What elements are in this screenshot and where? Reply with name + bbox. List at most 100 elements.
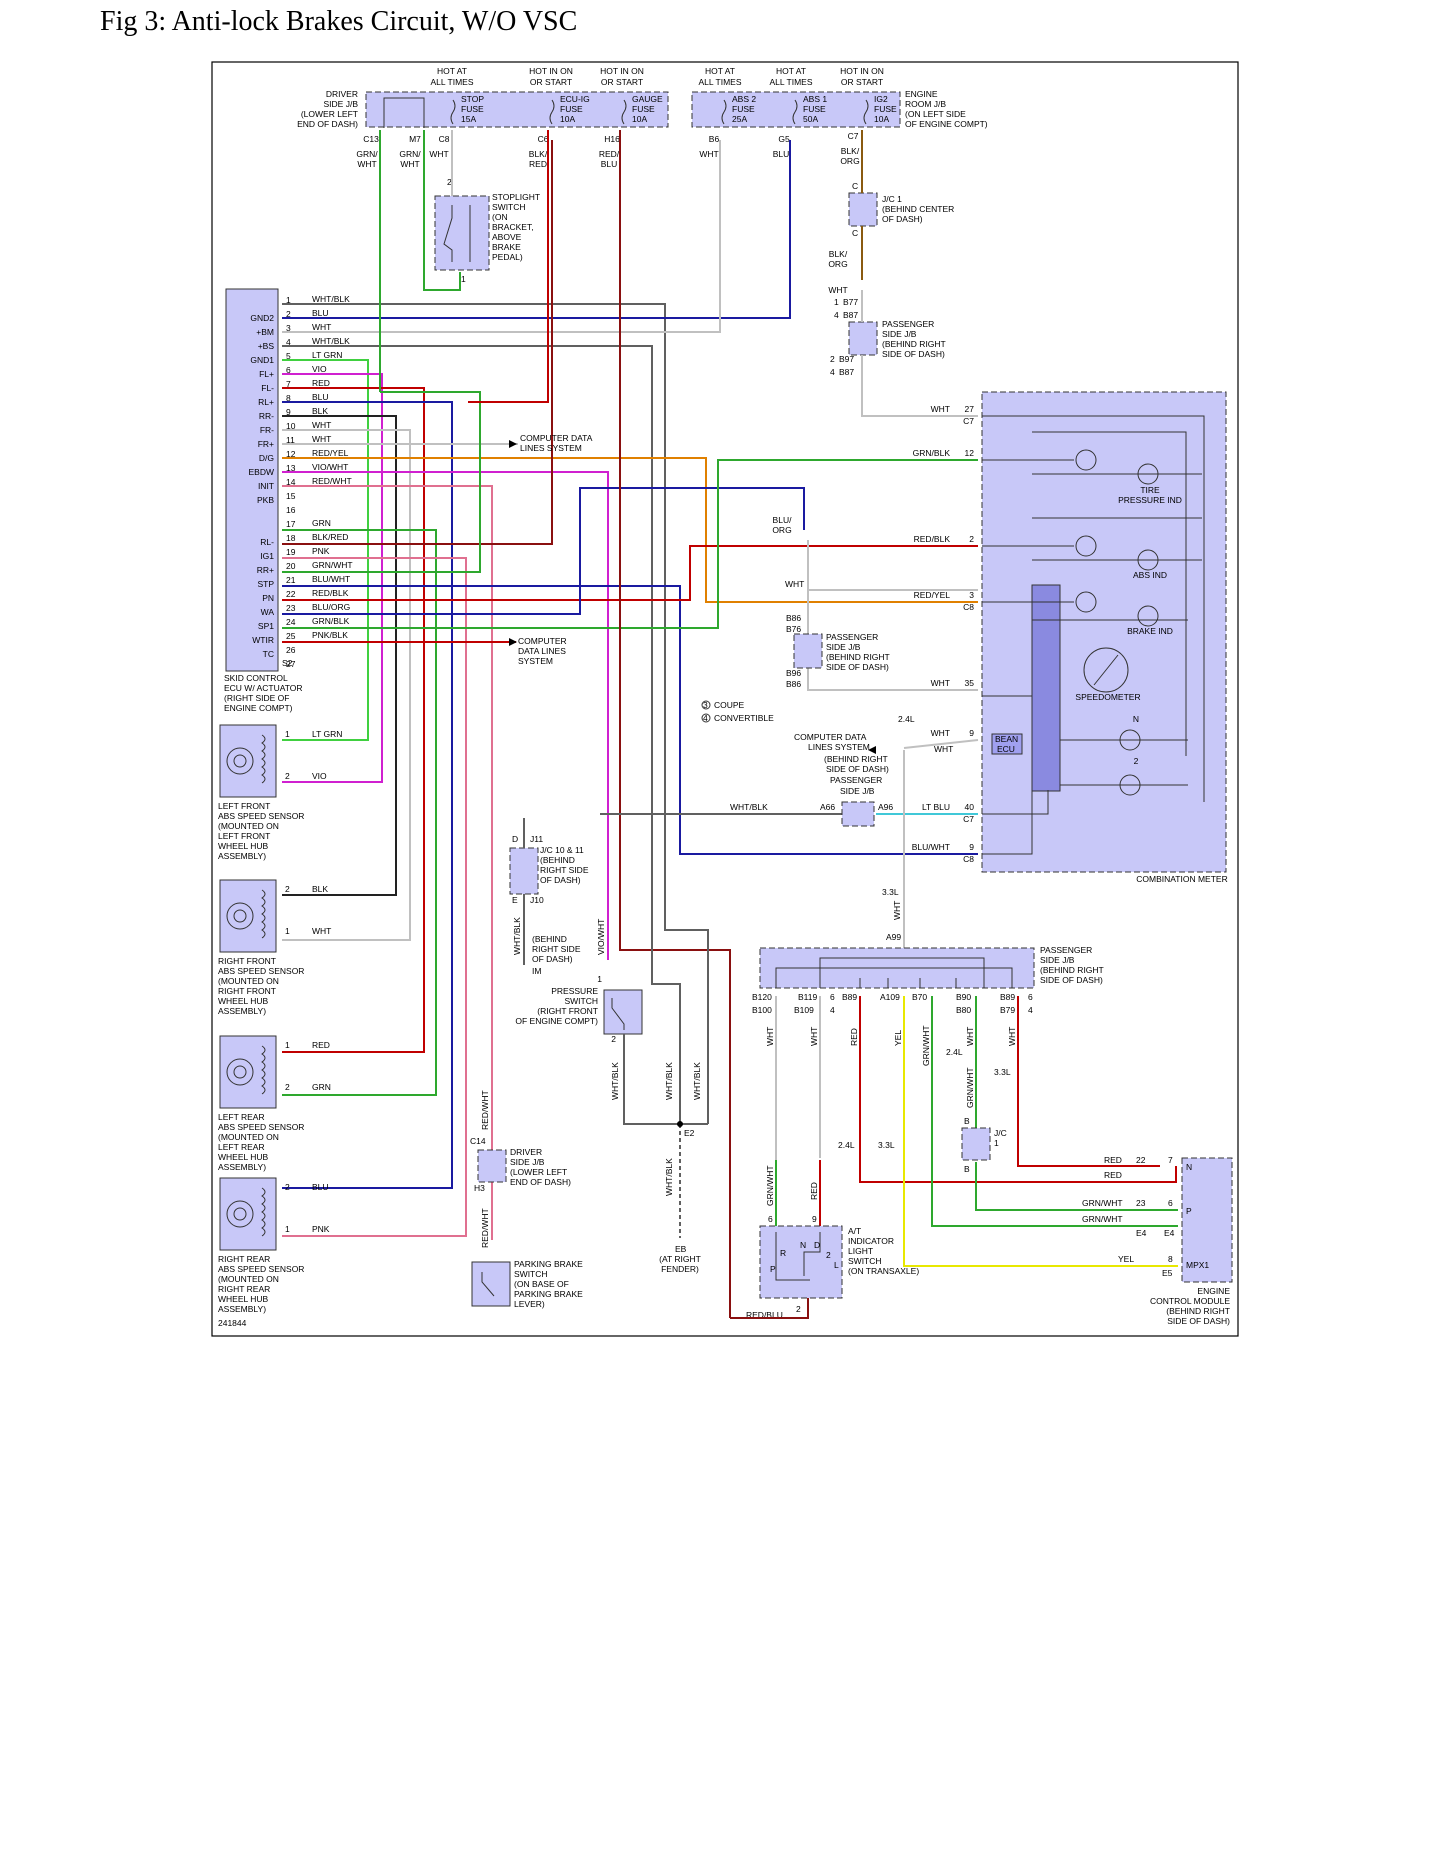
- wire-grn-wht-ecm: [975, 1162, 1178, 1211]
- sensor-label: (MOUNTED ON: [218, 1132, 279, 1142]
- ecu-pin-label: FR+: [258, 439, 274, 449]
- speedometer-gauge: [1083, 647, 1129, 693]
- ecm-labels: RED 22 7 RED GRN/WHT 23 6 GRN/WHT E4 E4 …: [1082, 1155, 1230, 1326]
- abs-speed-sensor: [219, 879, 277, 953]
- b86: B86: [786, 613, 801, 623]
- sensor-hub-icon: [233, 1207, 247, 1221]
- label: WHT: [809, 1027, 819, 1046]
- wire-blk-red: [282, 140, 553, 545]
- meter-pin: 35: [965, 678, 975, 688]
- ecu-pin-number: 22: [286, 589, 296, 599]
- ecu-pin-number: 6: [286, 365, 291, 375]
- label: DATA LINES: [518, 646, 566, 656]
- label: ALL TIMES: [770, 77, 813, 87]
- cdl-arrow-1: [509, 440, 517, 448]
- label: SYSTEM: [518, 656, 553, 666]
- label: LINES SYSTEM: [808, 742, 870, 752]
- ground-network: WHT/BLK WHT/BLK WHT/BLK E2 WHT/BLK EB (A…: [610, 660, 709, 1274]
- label: (BEHIND CENTER: [882, 204, 954, 214]
- ecu-pin-number: 11: [286, 435, 295, 445]
- j11: J11: [530, 834, 543, 844]
- label: LINES SYSTEM: [520, 443, 582, 453]
- label: N: [1133, 714, 1139, 724]
- ecu-pin-label: GND1: [250, 355, 274, 365]
- conn-num: 6: [830, 992, 835, 1002]
- wire-red-yel: [282, 457, 978, 603]
- sensor-label: ABS SPEED SENSOR: [218, 1264, 304, 1274]
- label: VIO/WHT: [596, 919, 606, 955]
- label: 2.4L: [946, 1047, 963, 1057]
- ecu-wire-color: WHT: [312, 420, 331, 430]
- sensor-hub-icon: [233, 1065, 247, 1079]
- label: ALL TIMES: [699, 77, 742, 87]
- label: 22: [1136, 1155, 1146, 1165]
- label: 2: [1134, 756, 1139, 766]
- at-indicator-switch-box: [759, 1225, 843, 1299]
- ecu-pin-label: +BS: [258, 341, 275, 351]
- fuse-ig2: IG2 FUSE 10A: [863, 94, 897, 125]
- label: COUPE: [714, 700, 745, 710]
- label: HOT IN ON: [600, 66, 644, 76]
- ecu-pin-label: WTIR: [252, 635, 274, 645]
- conn: B90: [956, 992, 971, 1002]
- stoplight-contact: [443, 205, 453, 262]
- label: PEDAL): [492, 252, 523, 262]
- passenger-jb-3-internals: [775, 957, 1013, 988]
- pressure-contact: [611, 998, 625, 1030]
- label: SIDE J/B: [324, 99, 359, 109]
- label: (BEHIND RIGHT: [826, 652, 890, 662]
- sensor-label: WHEEL HUB: [218, 996, 269, 1006]
- meter-wire: GRN/BLK: [913, 448, 951, 458]
- pressure-switch-label: PRESSURE SWITCH (RIGHT FRONT OF ENGINE C…: [515, 974, 616, 1044]
- sensor-label: ABS SPEED SENSOR: [218, 811, 304, 821]
- label: SWITCH: [564, 996, 598, 1006]
- label: N: [1186, 1162, 1192, 1172]
- ecu-pin-number: 13: [286, 463, 296, 473]
- jc1-label: C C J/C 1 (BEHIND CENTER OF DASH) BLK/ O…: [828, 181, 954, 295]
- label: RED/: [599, 149, 620, 159]
- parking-brake-label: PARKING BRAKE SWITCH (ON BASE OF PARKING…: [514, 1259, 583, 1309]
- parking-brake-switch-box: [471, 1261, 511, 1307]
- diagram-frame: [211, 61, 1239, 1337]
- jc1-box: [848, 192, 878, 227]
- jc-e: E: [512, 895, 518, 905]
- fuse-type: FUSE: [732, 104, 755, 114]
- wire-blu: [282, 140, 791, 319]
- label: L: [834, 1260, 839, 1270]
- label: E2: [684, 1128, 695, 1138]
- label: PRESSURE IND: [1118, 495, 1182, 505]
- sensor-pin: 1: [285, 1040, 290, 1050]
- label: ROOM J/B: [905, 99, 946, 109]
- label: YEL: [1118, 1254, 1134, 1264]
- fuse-name: IG2: [874, 94, 888, 104]
- b-num: 1: [834, 297, 839, 307]
- meter-internals: [982, 415, 1205, 855]
- b87b: B87: [839, 367, 854, 377]
- label: ABOVE: [492, 232, 522, 242]
- label: END OF DASH): [510, 1177, 571, 1187]
- label: BRAKE IND: [1127, 626, 1173, 636]
- label: P: [1186, 1206, 1192, 1216]
- ecu-pin-label: IG1: [260, 551, 274, 561]
- wire-vio-wht: [282, 471, 609, 960]
- label: BRAKE: [492, 242, 521, 252]
- b87: B87: [843, 310, 858, 320]
- sensor-wire: PNK: [312, 1224, 330, 1234]
- label: PASSENGER: [882, 319, 934, 329]
- label: RED: [529, 159, 547, 169]
- page-title: Fig 3: Anti-lock Brakes Circuit, W/O VSC: [100, 6, 578, 37]
- label: OF DASH): [532, 954, 573, 964]
- sensor-label: (MOUNTED ON: [218, 821, 279, 831]
- sensor-label: RIGHT REAR: [218, 1254, 270, 1264]
- sensor-label: LEFT FRONT: [218, 801, 270, 811]
- ecu-wire-color: WHT: [312, 322, 331, 332]
- conn-m7: M7: [409, 134, 421, 144]
- label: SIDE OF DASH): [826, 764, 889, 774]
- ecu-pin-number: 3: [286, 323, 291, 333]
- label: RED/WHT: [480, 1208, 490, 1248]
- engine-jb-label: ENGINE ROOM J/B (ON LEFT SIDE OF ENGINE …: [905, 89, 988, 129]
- label: SIDE J/B: [826, 642, 861, 652]
- label: (RIGHT FRONT: [537, 1006, 598, 1016]
- b96: B96: [786, 668, 801, 678]
